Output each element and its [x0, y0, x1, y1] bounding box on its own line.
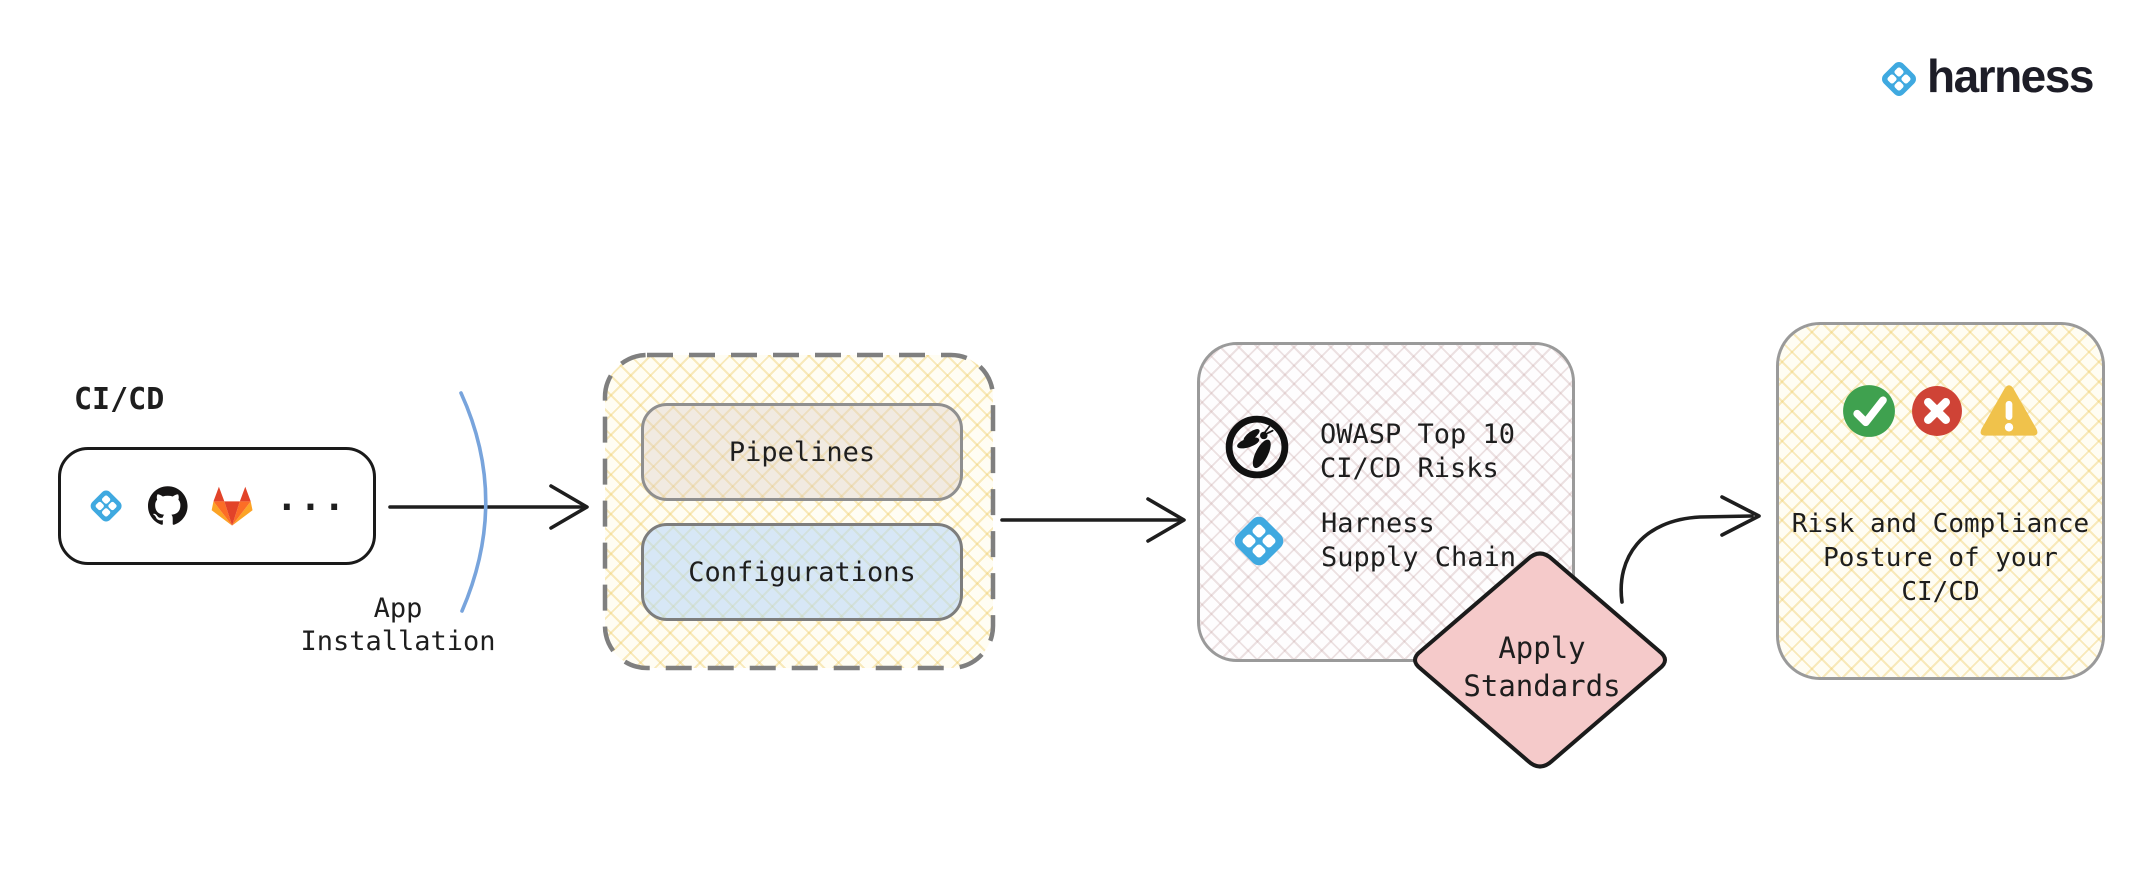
status-icons-row [1779, 383, 2102, 439]
harness-icon [1234, 516, 1284, 566]
arrow-standards-to-result [1619, 495, 1761, 604]
supply-line2: Supply Chain [1321, 542, 1517, 573]
result-line2: Posture of your [1823, 543, 2058, 573]
brand-wordmark: harness [1927, 50, 2094, 102]
brand-logo: harness [1878, 50, 2094, 106]
apply-standards-label: Apply Standards [1412, 629, 1672, 705]
arrow-source-to-config [388, 484, 589, 530]
harness-icon [1882, 62, 1916, 96]
source-title: CI/CD [74, 382, 165, 417]
warning-triangle-icon [1980, 385, 2037, 436]
app-installation-label: App Installation [256, 592, 540, 658]
arrow-config-to-standards [1000, 497, 1186, 543]
harness-supply-chain-label: Harness Supply Chain [1321, 507, 1516, 575]
result-line1: Risk and Compliance [1791, 509, 2090, 539]
installation-arc [459, 391, 488, 613]
app-installation-line2: Installation [300, 626, 496, 657]
result-label: Risk and Compliance Posture of your CI/C… [1779, 507, 2102, 609]
harness-icon [90, 490, 122, 522]
github-icon [148, 486, 188, 525]
source-box: ... [58, 447, 376, 565]
standards-box: OWASP Top 10 CI/CD Risks Harness Supply … [1197, 342, 1575, 662]
app-installation-line1: App [373, 593, 423, 624]
pipelines-box: Pipelines [641, 403, 963, 501]
check-circle-icon [1842, 385, 1895, 437]
configurations-label: Configurations [688, 556, 916, 588]
config-group-box: Pipelines Configurations [605, 355, 993, 668]
more-providers-ellipsis: ... [275, 477, 347, 519]
pipelines-label: Pipelines [728, 436, 876, 468]
owasp-line1: OWASP Top 10 [1320, 419, 1516, 450]
owasp-label: OWASP Top 10 CI/CD Risks [1320, 418, 1515, 486]
gitlab-icon [211, 486, 253, 526]
owasp-line2: CI/CD Risks [1320, 453, 1499, 484]
configurations-box: Configurations [641, 523, 963, 621]
result-line3: CI/CD [1901, 577, 1980, 607]
result-box: Risk and Compliance Posture of your CI/C… [1776, 322, 2105, 680]
x-circle-icon [1911, 386, 1962, 436]
apply-line2: Standards [1463, 669, 1621, 703]
owasp-icon [1225, 415, 1289, 479]
apply-line1: Apply [1498, 631, 1586, 665]
supply-line1: Harness [1321, 508, 1435, 539]
